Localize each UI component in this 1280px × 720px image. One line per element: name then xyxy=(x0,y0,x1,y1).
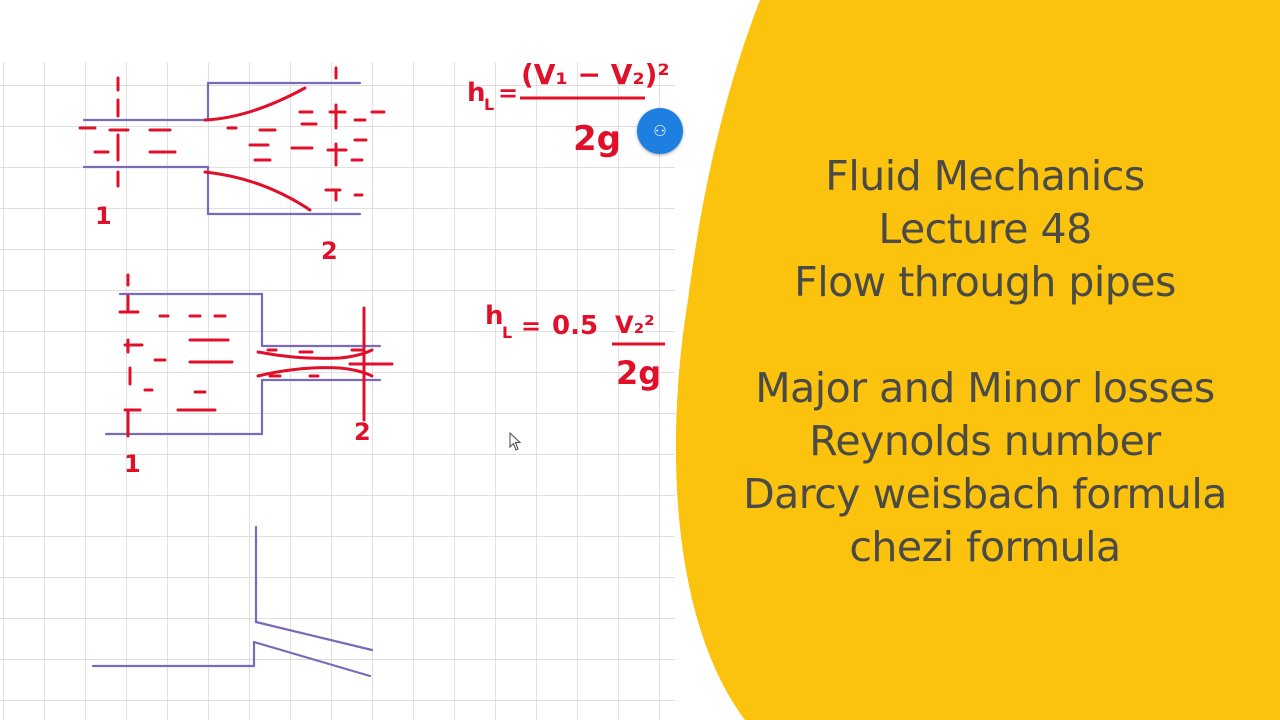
svg-text:=: = xyxy=(521,312,541,340)
lecture-number: Lecture 48 xyxy=(878,205,1092,253)
svg-text:L: L xyxy=(502,323,512,342)
svg-text:h: h xyxy=(485,301,504,331)
svg-text:0.5: 0.5 xyxy=(552,311,598,341)
lecture-topic: Flow through pipes xyxy=(794,258,1176,306)
flow-lines-2 xyxy=(118,273,394,438)
subtopic-losses: Major and Minor losses xyxy=(755,364,1215,412)
pipe-outline-2 xyxy=(104,292,382,436)
subtopic-chezi: chezi formula xyxy=(849,523,1121,571)
formula-expansion-loss: h L = (V₁ − V₂)² 2g xyxy=(467,58,670,159)
course-title: Fluid Mechanics xyxy=(825,152,1145,200)
person-icon: ⚇ xyxy=(653,122,667,140)
formula-contraction-loss: h L = 0.5 V₂² 2g xyxy=(485,301,665,392)
diagram-sudden-contraction xyxy=(104,273,394,438)
svg-text:2g: 2g xyxy=(573,119,621,159)
svg-text:2g: 2g xyxy=(616,354,661,392)
yellow-banner xyxy=(675,0,1280,720)
spacer xyxy=(700,309,1270,362)
svg-text:(V₁ − V₂)²: (V₁ − V₂)² xyxy=(521,58,670,91)
diagram-pipe-junction xyxy=(91,525,374,678)
diagram2-label-1: 1 xyxy=(124,450,141,478)
pipe-outline-1 xyxy=(82,81,362,216)
mouse-cursor-icon xyxy=(509,432,522,451)
subtopic-reynolds: Reynolds number xyxy=(809,417,1161,465)
diagram1-label-1: 1 xyxy=(95,202,112,230)
lecture-title-block: Fluid Mechanics Lecture 48 Flow through … xyxy=(700,150,1270,574)
svg-text:h: h xyxy=(467,78,486,108)
subtopic-darcy: Darcy weisbach formula xyxy=(743,470,1227,518)
svg-text:=: = xyxy=(498,79,518,107)
svg-text:V₂²: V₂² xyxy=(615,311,655,339)
diagram2-label-2: 2 xyxy=(354,418,371,446)
svg-text:L: L xyxy=(484,95,494,114)
flow-lines-1 xyxy=(78,66,386,212)
diagram-sudden-expansion xyxy=(78,66,386,216)
user-avatar-button[interactable]: ⚇ xyxy=(637,108,683,154)
grid-paper xyxy=(0,62,675,720)
diagram1-label-2: 2 xyxy=(321,237,338,265)
